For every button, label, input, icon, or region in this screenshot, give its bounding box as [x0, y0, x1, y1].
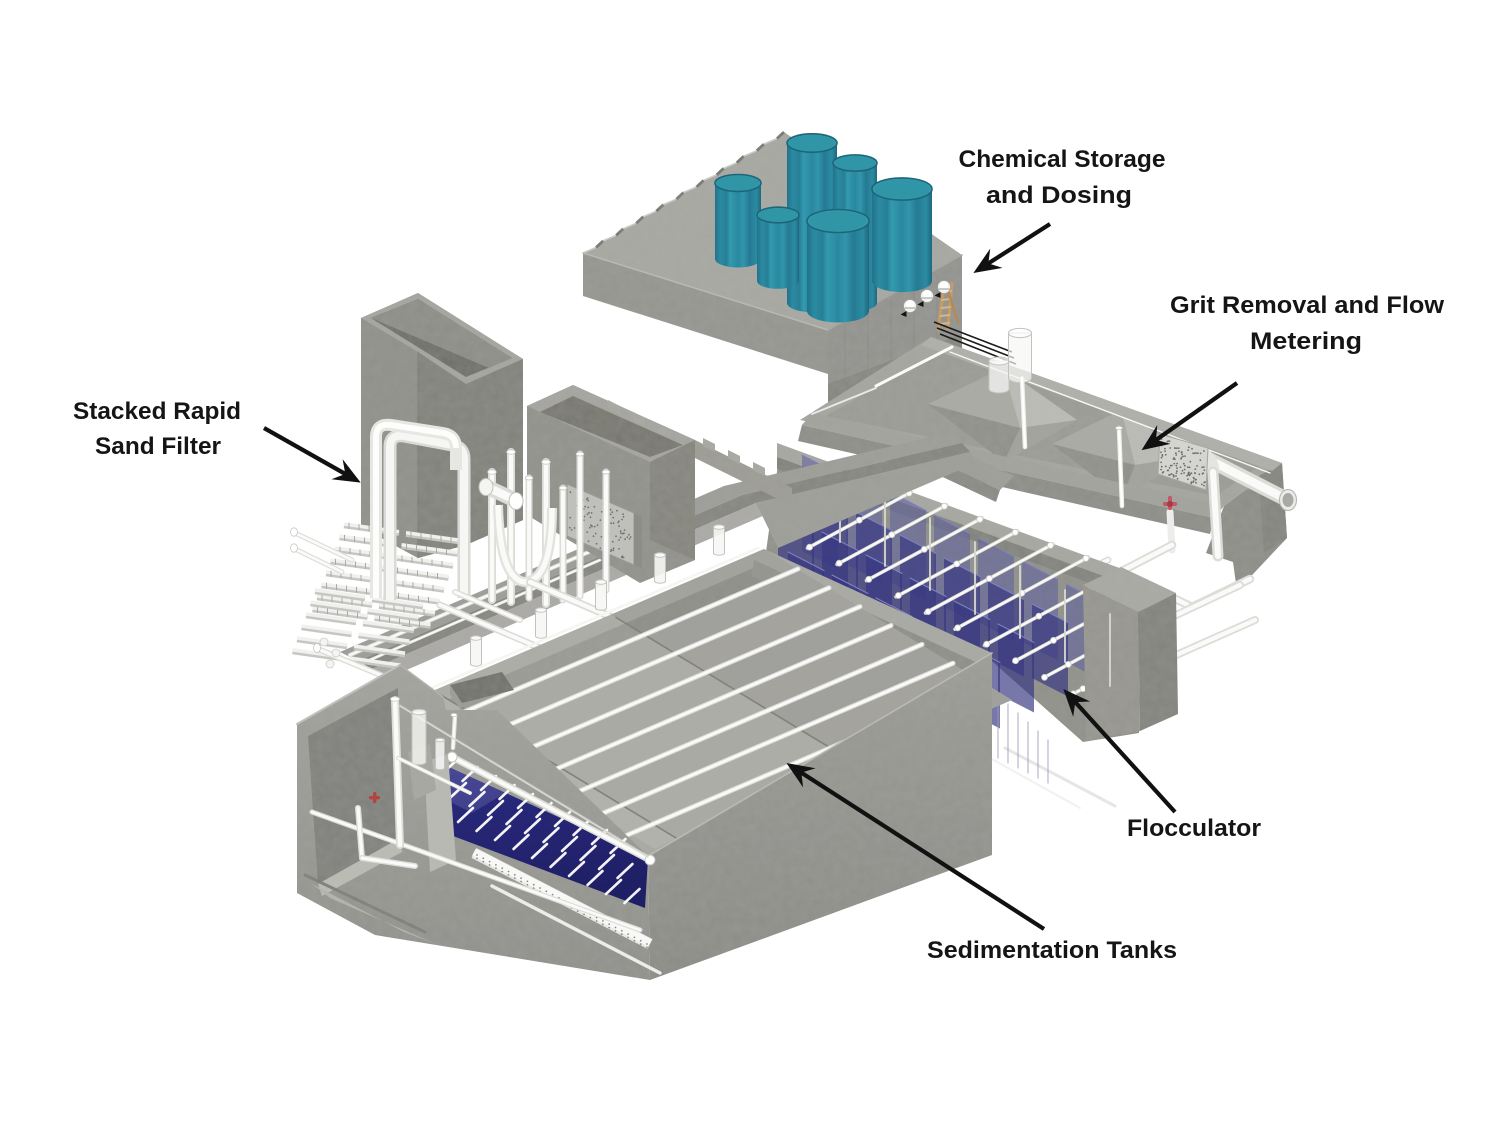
svg-text:Chemical Storage: Chemical Storage: [959, 146, 1166, 173]
svg-text:and Dosing: and Dosing: [986, 182, 1132, 209]
svg-text:Sand Filter: Sand Filter: [95, 433, 221, 460]
svg-text:Metering: Metering: [1250, 328, 1362, 355]
svg-text:Grit Removal and Flow: Grit Removal and Flow: [1170, 292, 1444, 319]
svg-text:Stacked Rapid: Stacked Rapid: [73, 398, 241, 425]
svg-text:Flocculator: Flocculator: [1127, 815, 1261, 842]
svg-text:Sedimentation Tanks: Sedimentation Tanks: [927, 937, 1177, 964]
